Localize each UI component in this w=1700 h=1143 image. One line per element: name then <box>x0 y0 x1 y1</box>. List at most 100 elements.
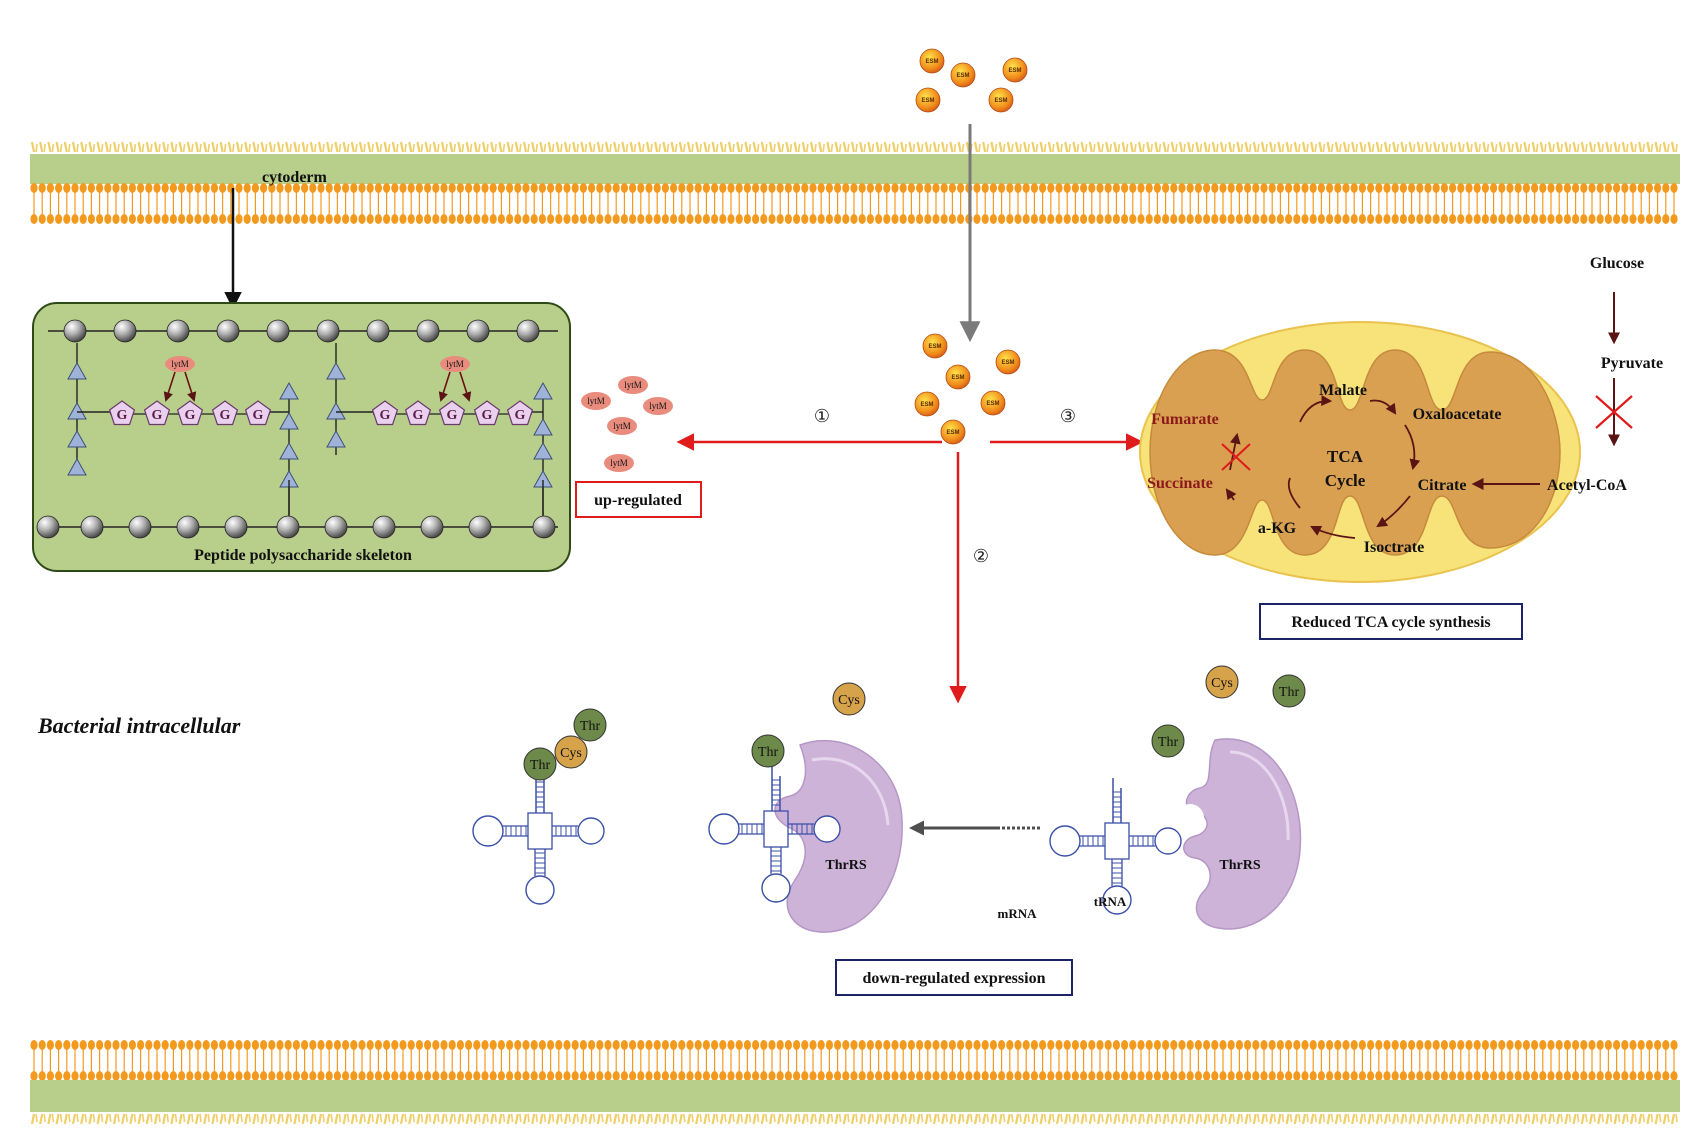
membrane-tail <box>1412 1113 1416 1123</box>
membrane-tail <box>650 1113 653 1123</box>
membrane-tail <box>916 141 921 153</box>
lipid-head <box>1580 1040 1588 1050</box>
lipid-head <box>932 1040 940 1050</box>
lipid-head <box>653 1071 661 1081</box>
lipid-head <box>350 183 358 193</box>
membrane-tail <box>719 141 724 153</box>
lytm-label: lytM <box>587 396 605 406</box>
lipid-head <box>858 214 866 224</box>
arrow-into-succinate <box>1225 488 1237 501</box>
lipid-head <box>1383 183 1391 193</box>
lipid-head <box>407 183 415 193</box>
membrane-tail <box>1293 141 1298 153</box>
membrane-tail <box>309 141 314 153</box>
lipid-head <box>948 214 957 224</box>
membrane-tail <box>1351 141 1356 153</box>
lipid-head <box>957 214 965 224</box>
membrane-tail <box>1629 1113 1635 1125</box>
membrane-tail <box>437 143 440 153</box>
lipid-head <box>1465 1040 1473 1050</box>
lipid-head <box>1424 1071 1432 1081</box>
membrane-tail <box>842 141 847 153</box>
lipid-head <box>998 183 1006 193</box>
lipid-head <box>1629 214 1637 224</box>
membrane-tail <box>1244 141 1249 153</box>
esm-particle <box>980 390 1006 416</box>
membrane-tail <box>273 143 276 153</box>
membrane-tail <box>1273 1113 1276 1123</box>
tca-pyruvate: Pyruvate <box>1601 355 1663 372</box>
lipid-head <box>899 1040 907 1050</box>
lipid-head <box>1129 214 1137 224</box>
lipid-head <box>219 1071 227 1081</box>
lipid-head <box>907 1040 916 1050</box>
membrane-tail <box>506 1113 511 1125</box>
lipid-head <box>243 214 251 224</box>
lipid-head <box>292 214 300 224</box>
membrane-tail <box>1334 141 1339 153</box>
lipid-head <box>866 1040 875 1050</box>
lipid-head <box>596 1040 604 1050</box>
lipid-head <box>383 183 391 193</box>
lipid-head <box>1555 1071 1563 1081</box>
lipid-head <box>1186 1040 1194 1050</box>
membrane-tail <box>51 143 55 153</box>
membrane-tail <box>994 143 998 153</box>
membrane-tail <box>498 141 503 153</box>
lytm-ellipse <box>607 417 637 435</box>
membrane-tail <box>227 1113 232 1125</box>
membrane-tail <box>736 141 741 153</box>
membrane-tail <box>199 143 202 153</box>
lipid-head <box>1416 1071 1424 1081</box>
membrane-tail <box>596 141 601 153</box>
lipid-head <box>1260 183 1268 193</box>
lipid-head <box>1203 214 1211 224</box>
membrane-tail <box>1601 143 1604 153</box>
lipid-head <box>1391 1040 1399 1050</box>
lipid-head <box>817 183 825 193</box>
lipid-head <box>1645 214 1653 224</box>
membrane-tail <box>1195 141 1200 153</box>
lipid-head <box>1006 1040 1014 1050</box>
membrane-tail <box>1465 141 1471 153</box>
lytm-label: lytM <box>171 359 189 369</box>
membrane-tail <box>1646 1113 1651 1125</box>
lytm-ellipse <box>581 392 611 410</box>
membrane-tail <box>1650 1113 1654 1123</box>
lipid-head <box>563 214 571 224</box>
membrane-tail <box>1416 141 1421 153</box>
lipid-head <box>1588 1071 1596 1081</box>
membrane-tail <box>350 141 355 153</box>
membrane-tail <box>1626 1113 1629 1123</box>
lipid-head <box>497 214 505 224</box>
lipid-head <box>268 214 276 224</box>
lipid-head <box>1572 1040 1580 1050</box>
membrane-tail <box>1064 141 1069 153</box>
membrane-tail <box>235 141 241 153</box>
membrane-tail <box>531 1113 536 1125</box>
membrane-tail <box>1166 143 1170 153</box>
lipid-head <box>1367 183 1375 193</box>
lipid-head <box>1547 1040 1555 1050</box>
lipid-head <box>866 183 875 193</box>
esm-label: ESM <box>928 344 941 350</box>
membrane-tail <box>563 141 569 153</box>
membrane-tail <box>1416 1113 1421 1125</box>
lipid-head <box>1244 183 1252 193</box>
lipid-head <box>768 1040 776 1050</box>
membrane-tail <box>207 1113 210 1123</box>
lipid-head <box>317 1040 325 1050</box>
lipid-head <box>711 214 719 224</box>
membrane-tail <box>39 141 44 153</box>
membrane-tail <box>1478 1113 1481 1123</box>
lipid-head <box>981 1040 989 1050</box>
lipid-head <box>1621 1071 1629 1081</box>
membrane-tail <box>1232 143 1235 153</box>
membrane-tail <box>223 143 227 153</box>
glycan-pentagon <box>211 400 239 426</box>
membrane-tail <box>486 143 489 153</box>
membrane-tail <box>867 1113 872 1125</box>
membrane-tail <box>141 1113 145 1123</box>
lipid-head <box>260 1071 268 1081</box>
membrane-tail <box>888 1113 891 1123</box>
